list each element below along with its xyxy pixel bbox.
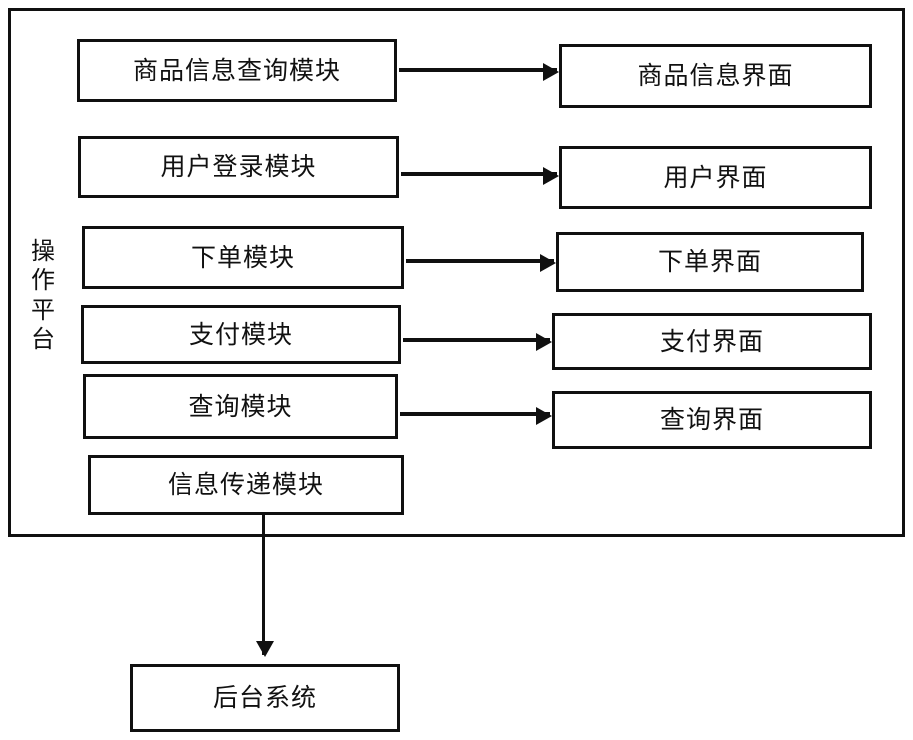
interface-box-product-info[interactable]: 商品信息界面 — [559, 44, 872, 108]
arrow-query-to-query-interface — [400, 407, 552, 425]
operation-platform-frame — [8, 8, 905, 537]
arrow-product-info-query-to-product-info-interface — [399, 63, 559, 81]
backend-system-box[interactable]: 后台系统 — [130, 664, 400, 732]
module-box-payment[interactable]: 支付模块 — [81, 305, 401, 364]
platform-label-char-3: 平 — [31, 295, 55, 324]
arrow-payment-to-payment-interface — [403, 333, 552, 351]
module-box-info-transfer[interactable]: 信息传递模块 — [88, 455, 404, 515]
arrow-info-transfer-to-backend — [256, 513, 274, 657]
module-box-product-info-query[interactable]: 商品信息查询模块 — [77, 39, 397, 102]
arrow-user-login-to-user-interface — [401, 167, 559, 185]
module-box-place-order[interactable]: 下单模块 — [82, 226, 404, 289]
arrow-place-order-to-place-order-interface — [406, 254, 556, 272]
module-box-user-login[interactable]: 用户登录模块 — [78, 136, 399, 198]
interface-box-payment[interactable]: 支付界面 — [552, 313, 872, 370]
interface-box-place-order[interactable]: 下单界面 — [556, 232, 864, 292]
interface-box-user[interactable]: 用户界面 — [559, 146, 872, 209]
platform-label-char-4: 台 — [31, 324, 55, 353]
module-box-query[interactable]: 查询模块 — [83, 374, 398, 439]
interface-box-query[interactable]: 查询界面 — [552, 391, 872, 449]
platform-label-char-2: 作 — [31, 266, 55, 295]
platform-label-char-1: 操 — [31, 236, 55, 265]
operation-platform-label: 操 作 平 台 — [22, 218, 64, 373]
